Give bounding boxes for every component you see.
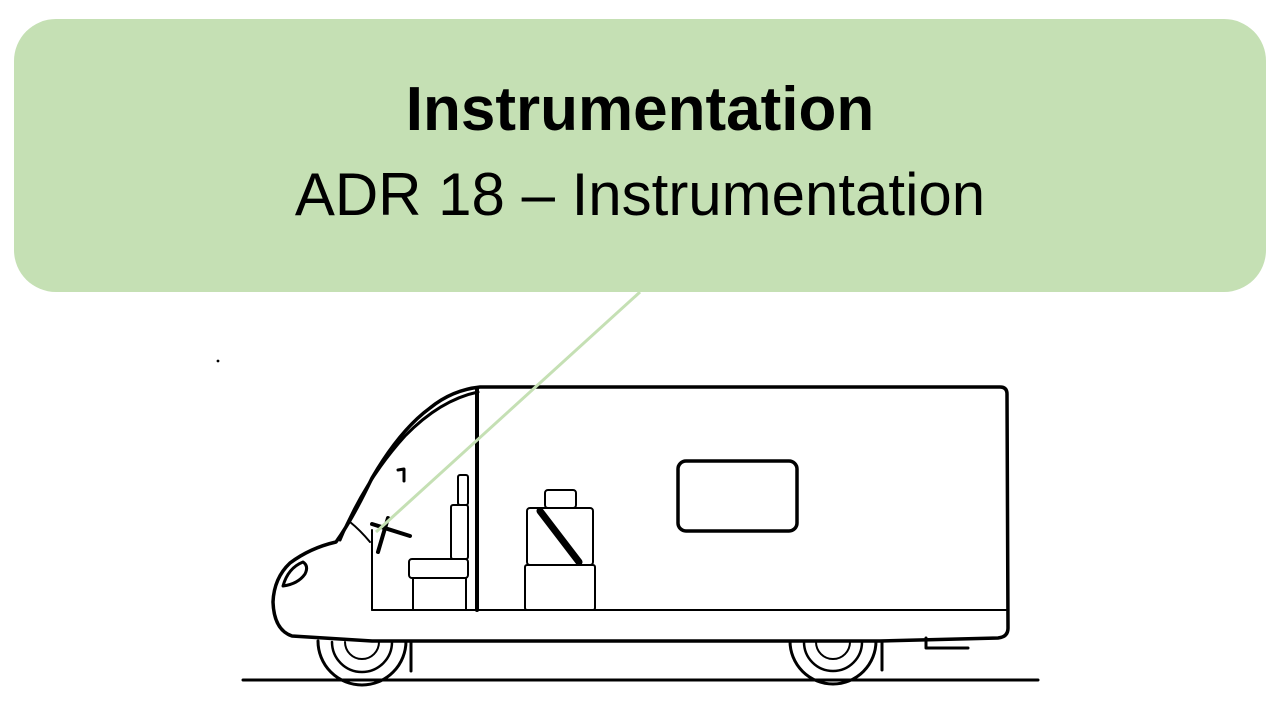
rear-seat-base (524, 564, 596, 611)
rear-wheel (788, 639, 878, 686)
rear-seat-belt (536, 507, 583, 566)
front-wheel (316, 639, 408, 687)
headlight (281, 560, 309, 588)
callout-subtitle: ADR 18 – Instrumentation (294, 160, 986, 228)
windshield-line (338, 390, 480, 542)
driver-seat-base (412, 577, 467, 611)
callout-box: Instrumentation ADR 18 – Instrumentation (14, 19, 1266, 292)
side-window (676, 459, 799, 533)
callout-pointer-line (374, 290, 642, 534)
driver-seat-headrest (457, 474, 469, 506)
dashboard-arc (349, 521, 371, 543)
rear-view-mirror (396, 467, 406, 483)
callout-title: Instrumentation (405, 74, 875, 144)
vehicle-body-outline (271, 385, 1010, 643)
driver-seat-back (450, 504, 469, 560)
rear-step (924, 636, 970, 650)
driver-seat-cushion (408, 558, 469, 579)
stray-dot (216, 359, 220, 363)
rear-seat-headrest (544, 489, 577, 509)
dashboard-instrument-cluster-icon (370, 516, 412, 554)
